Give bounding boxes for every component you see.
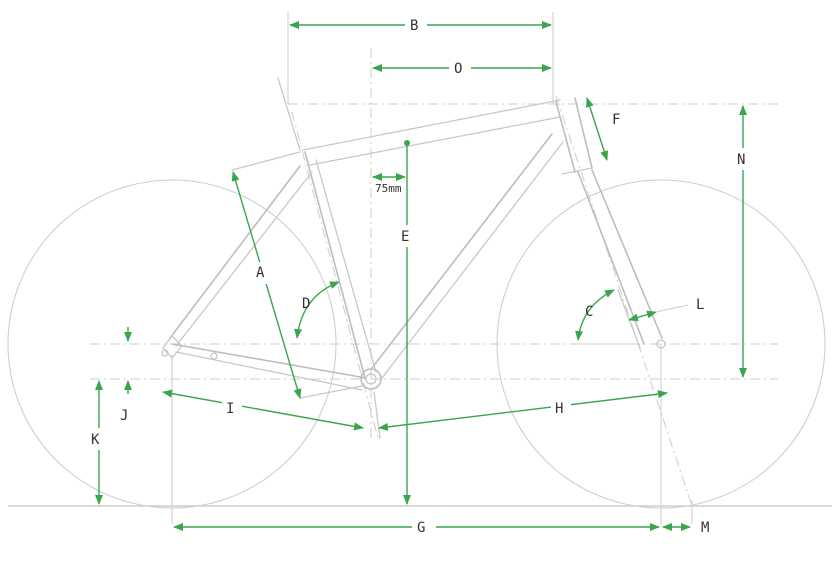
front-wheel [496, 179, 826, 509]
dimensions [95, 21, 747, 531]
label-m: M [701, 520, 709, 536]
seat-tube-axis-line [291, 111, 379, 439]
dim-h [378, 390, 668, 431]
dimension-labels: B O F N 75mm E A D C L J K I H G M [87, 15, 755, 537]
dim-l-leader [655, 304, 689, 313]
label-h: H [555, 401, 563, 417]
label-g: G [417, 520, 425, 536]
label-d: D [302, 296, 310, 312]
dim-a [231, 171, 302, 399]
label-e: E [401, 229, 409, 245]
label-o: O [454, 61, 462, 77]
label-75mm: 75mm [375, 182, 402, 195]
label-j: J [120, 408, 128, 424]
dim-l [628, 310, 657, 322]
label-l: L [696, 297, 704, 313]
label-b: B [410, 18, 418, 34]
label-f: F [612, 112, 620, 128]
label-n: N [737, 152, 745, 168]
bike-frame [161, 77, 666, 439]
label-i: I [226, 401, 234, 417]
dim-c-arc [575, 289, 615, 341]
dim-i [162, 389, 364, 431]
label-c: C [585, 304, 593, 320]
label-k: K [91, 432, 100, 448]
dim-d-arc [294, 281, 340, 339]
rear-wheel [7, 179, 337, 509]
dim-e-origin-dot [404, 140, 410, 146]
label-a: A [256, 265, 265, 281]
steering-axis-line [555, 95, 693, 507]
reference-lines [8, 12, 832, 524]
dim-f [585, 97, 609, 161]
